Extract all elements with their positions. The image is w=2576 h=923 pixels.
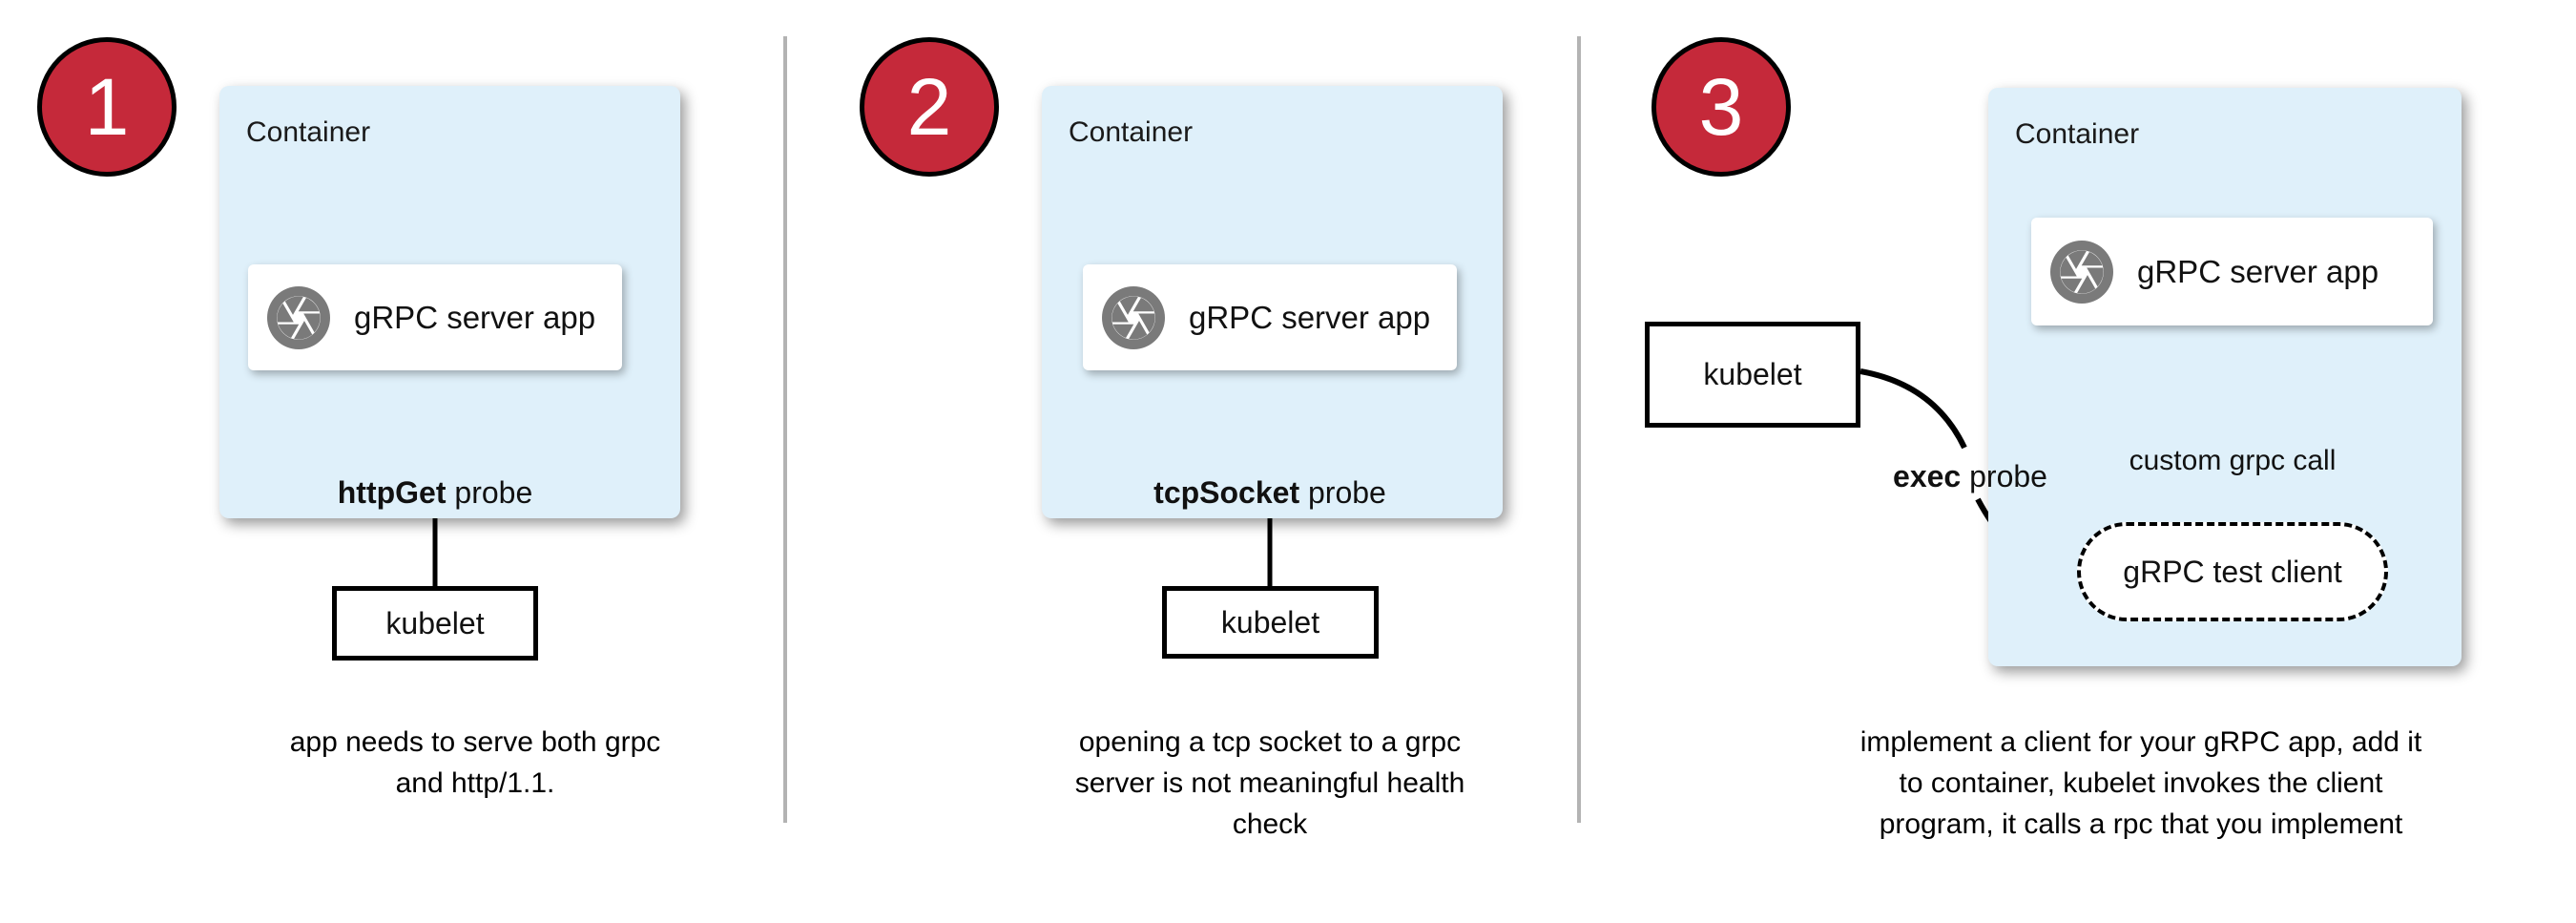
kubelet-box-3: kubelet: [1645, 322, 1860, 428]
caption-line: opening a tcp socket to a grpc: [1078, 726, 1462, 758]
grpc-test-client-pill: gRPC test client: [2077, 522, 2388, 621]
probe-keyword: httpGet: [337, 475, 447, 510]
httpget-probe-label: httpGet probe: [292, 473, 578, 513]
custom-grpc-call-label: custom grpc call: [2080, 443, 2385, 479]
caption-line: app needs to serve both grpc: [289, 726, 661, 758]
container-label-3: Container: [2015, 118, 2140, 150]
exec-curve-upper: [1859, 368, 1967, 450]
probe-keyword: tcpSocket: [1153, 475, 1300, 510]
panel-divider-1: [783, 36, 787, 823]
grpc-app-icon: [267, 285, 330, 349]
caption-panel-1: app needs to serve both grpc and http/1.…: [227, 722, 723, 804]
grpc-server-app-box-2: gRPC server app: [1083, 264, 1457, 370]
grpc-test-client-label: gRPC test client: [2123, 554, 2342, 589]
kubelet-label: kubelet: [385, 605, 485, 640]
grpc-server-app-box-3: gRPC server app: [2031, 218, 2433, 325]
caption-line: check: [1232, 808, 1308, 840]
panel-divider-2: [1577, 36, 1581, 823]
caption-line: program, it calls a rpc that you impleme…: [1879, 808, 2403, 840]
step-1-number: 1: [84, 62, 130, 152]
caption-line: server is not meaningful health: [1074, 767, 1465, 799]
tcpsocket-probe-label: tcpSocket probe: [1127, 473, 1413, 513]
grpc-app-icon: [1102, 285, 1165, 349]
probe-word: probe: [1299, 475, 1386, 510]
grpc-server-app-box-1: gRPC server app: [248, 264, 622, 370]
exec-probe-label: exec probe: [1856, 459, 2085, 494]
probe-word: probe: [1961, 459, 2047, 493]
grpc-server-app-label: gRPC server app: [1189, 299, 1431, 335]
kubelet-box-1: kubelet: [332, 586, 538, 661]
probe-keyword: exec: [1893, 459, 1962, 493]
step-3-number: 3: [1698, 62, 1744, 152]
kubelet-box-2: kubelet: [1162, 586, 1379, 659]
kubelet-label: kubelet: [1220, 604, 1320, 640]
kubelet-label: kubelet: [1703, 357, 1802, 391]
caption-line: implement a client for your gRPC app, ad…: [1859, 726, 2422, 758]
container-label-2: Container: [1069, 116, 1194, 148]
step-2-badge: 2: [860, 37, 999, 177]
caption-panel-3: implement a client for your gRPC app, ad…: [1797, 722, 2484, 845]
caption-line: to container, kubelet invokes the client: [1899, 767, 2383, 799]
container-label-1: Container: [246, 116, 371, 148]
step-1-badge: 1: [37, 37, 177, 177]
step-3-badge: 3: [1652, 37, 1791, 177]
probe-word: probe: [446, 475, 533, 510]
caption-panel-2: opening a tcp socket to a grpc server is…: [1022, 722, 1518, 845]
grpc-app-icon: [2050, 240, 2113, 304]
step-2-number: 2: [906, 62, 952, 152]
grpc-server-app-label: gRPC server app: [2137, 253, 2379, 289]
grpc-server-app-label: gRPC server app: [354, 299, 596, 335]
caption-line: and http/1.1.: [395, 767, 555, 799]
